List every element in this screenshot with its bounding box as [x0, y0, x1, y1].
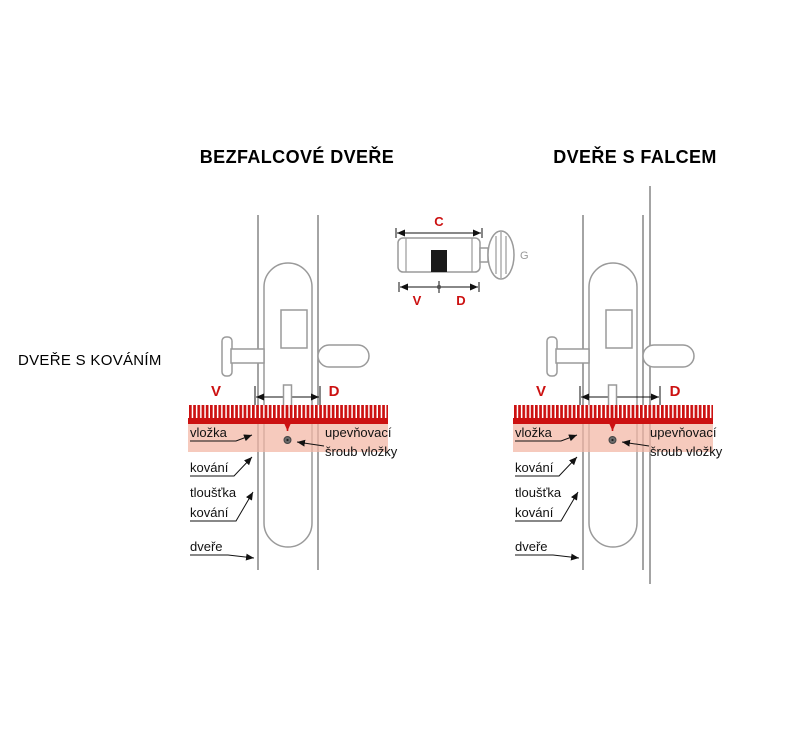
leader-vlozka	[190, 434, 253, 442]
cylinder-d-label: D	[456, 293, 465, 308]
side-label-dvere-s-kovanim: DVEŘE S KOVÁNÍM	[18, 352, 162, 369]
leader-dvere	[515, 553, 580, 561]
v-measure-label: V	[211, 383, 221, 400]
cylinder-v-label: V	[413, 293, 422, 308]
center-screw-dot	[436, 284, 442, 290]
fixing-screw-center	[611, 438, 614, 442]
knob-label: G	[520, 250, 529, 262]
label-kovani: kování	[190, 460, 229, 475]
leader-sroub	[621, 439, 650, 447]
leader-tloustka-kovani	[515, 491, 579, 522]
handle-lever	[317, 344, 370, 368]
leader-vlozka	[515, 434, 578, 442]
label-sroub-line1: upevňovací	[650, 425, 717, 440]
leader-kovani	[515, 456, 578, 477]
label-tloustka-kovani-line1: tloušťka	[190, 485, 237, 500]
label-sroub-line2: šroub vložky	[325, 444, 398, 459]
lock-latch-box	[605, 309, 633, 349]
handle-spindle	[230, 348, 265, 364]
title-dvere-s-falcem: DVEŘE S FALCEM	[553, 146, 717, 167]
label-sroub-line2: šroub vložky	[650, 444, 723, 459]
handle-spindle	[555, 348, 590, 364]
cylinder-length-label: C	[434, 214, 444, 229]
d-measure-label: D	[329, 383, 340, 400]
label-sroub-line1: upevňovací	[325, 425, 392, 440]
label-tloustka-kovani-line2: kování	[190, 505, 229, 520]
cylinder-profile-tab	[607, 384, 618, 409]
label-vlozka: vložka	[515, 425, 553, 440]
fixing-screw-center	[286, 438, 289, 442]
label-dvere: dveře	[515, 539, 548, 554]
handle-lever	[642, 344, 695, 368]
cylinder-figure: C G V D	[395, 214, 529, 308]
cylinder-profile-tab	[282, 384, 293, 409]
label-tloustka-kovani-line2: kování	[515, 505, 554, 520]
d-measure-label: D	[670, 383, 681, 400]
title-bezfalcove-dvere: BEZFALCOVÉ DVEŘE	[200, 146, 394, 167]
leader-dvere	[190, 553, 255, 561]
label-tloustka-kovani-line1: tloušťka	[515, 485, 562, 500]
door-figure-s-falcem: V D vložka kování tloušťka kování dveře …	[513, 186, 723, 584]
label-vlozka: vložka	[190, 425, 228, 440]
label-dvere: dveře	[190, 539, 223, 554]
thumbturn-neck	[479, 247, 489, 263]
lock-latch-box	[280, 309, 308, 349]
v-measure-label: V	[536, 383, 546, 400]
cylinder-cam	[431, 250, 447, 272]
label-kovani: kování	[515, 460, 554, 475]
leader-kovani	[190, 456, 253, 477]
leader-tloustka-kovani	[190, 491, 254, 522]
leader-sroub	[296, 439, 325, 447]
door-figure-bezfalcove: V D vložka kování tloušťka kování dveře …	[188, 215, 398, 570]
